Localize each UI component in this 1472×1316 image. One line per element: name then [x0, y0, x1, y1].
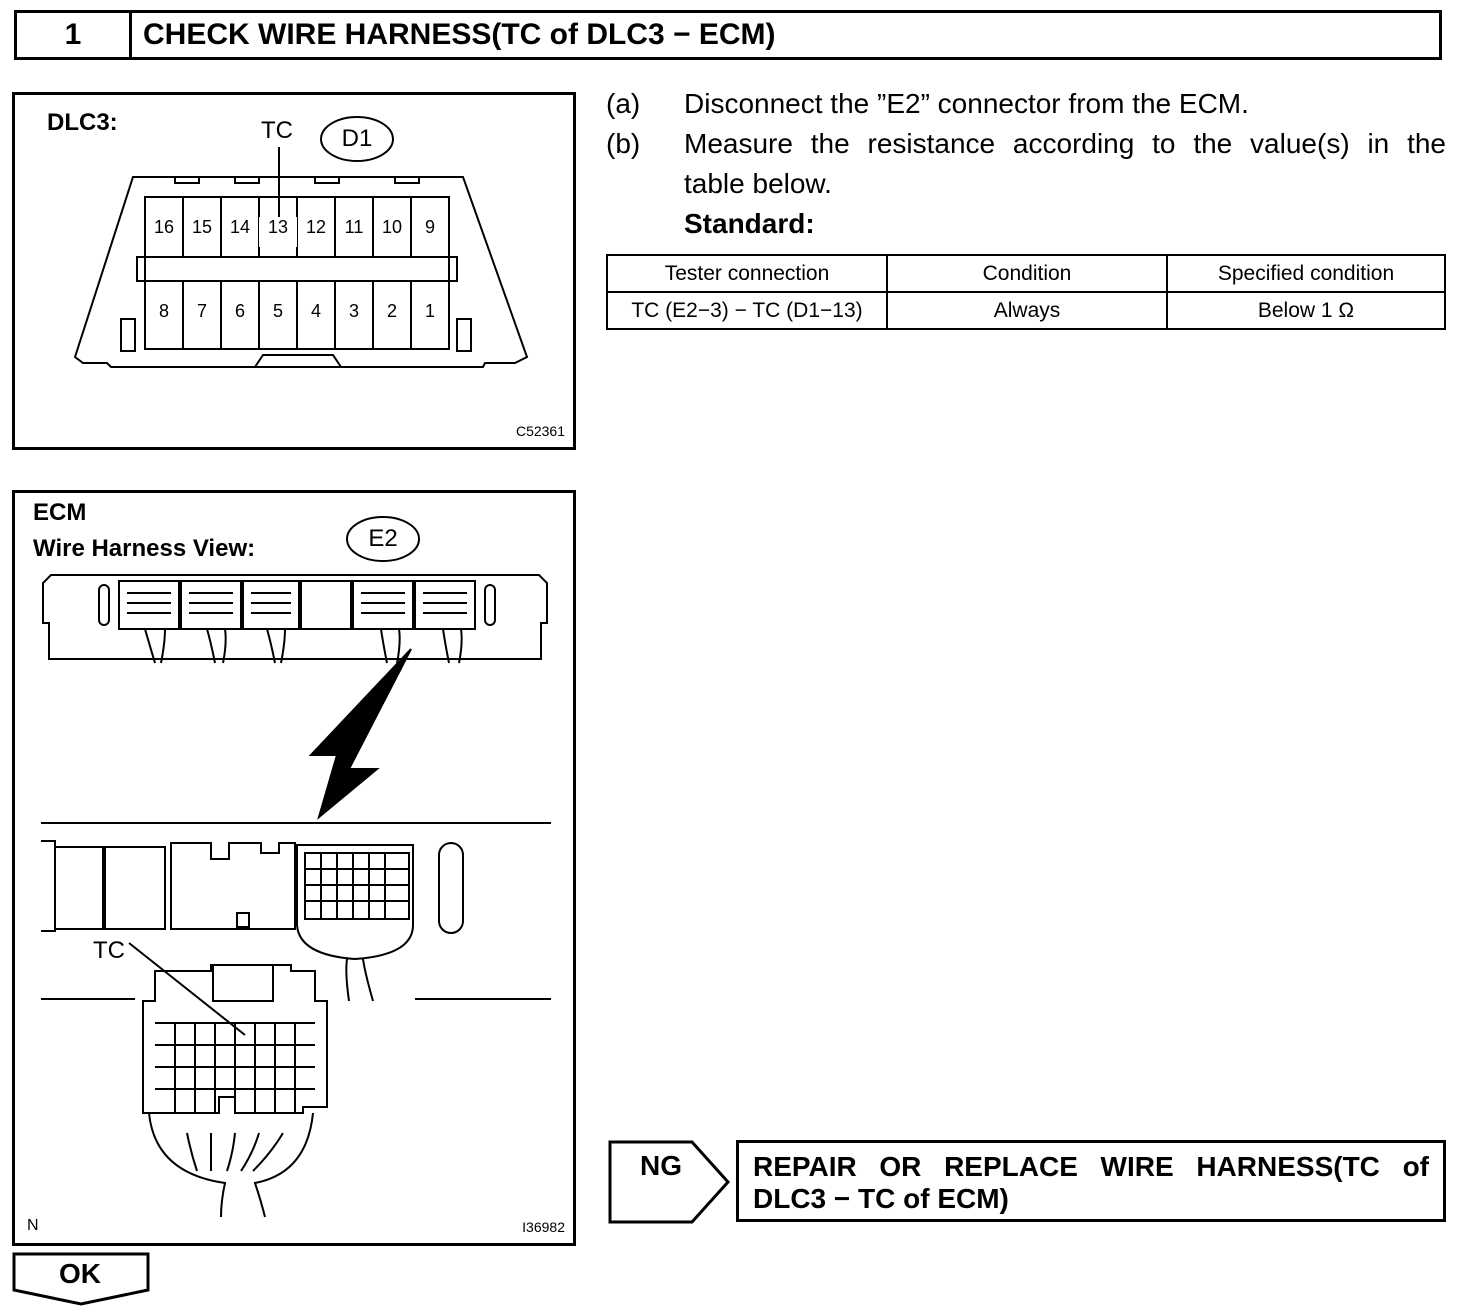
pin-row-top: 16 15 14 13 12 11 10 9: [145, 217, 449, 247]
ecm-label: ECM: [33, 499, 87, 526]
figure-code: I36982: [522, 1219, 565, 1235]
ecm-figure: ECM Wire Harness View: E2 TC N I36982: [12, 490, 576, 1246]
pin-label: 3: [348, 301, 359, 321]
ok-label: OK: [59, 1258, 101, 1289]
pin-label: 15: [191, 217, 213, 237]
ng-result-line2: DLC3 − TC of ECM): [753, 1183, 1009, 1214]
instruction-label: (a): [606, 88, 641, 119]
dlc3-label: DLC3:: [47, 109, 118, 136]
pin-label: 16: [153, 217, 175, 237]
pin-label: 6: [234, 301, 245, 321]
corner-label: N: [27, 1217, 39, 1234]
instruction-a: (a) Disconnect the ”E2” connector from t…: [606, 88, 1446, 124]
pin-label: 9: [424, 217, 435, 237]
ng-result-line1: REPAIR OR REPLACE WIRE HARNESS(TC of: [753, 1151, 1429, 1182]
wire-harness-view-label: Wire Harness View:: [33, 535, 256, 562]
pin-label: 8: [158, 301, 169, 321]
connector-code-d1: D1: [341, 125, 373, 152]
instruction-text: Measure the resistance according to the …: [684, 128, 1446, 159]
pin-label: 10: [381, 217, 403, 237]
table-cell: Always: [886, 291, 1168, 330]
pin-label: 12: [305, 217, 327, 237]
table-header-row: Tester connection Condition Specified co…: [606, 254, 1446, 293]
pin-label: 1: [424, 301, 435, 321]
instruction-text: Disconnect the ”E2” connector from the E…: [684, 88, 1249, 119]
tc-label: TC: [93, 937, 125, 964]
table-cell: Below 1 Ω: [1166, 291, 1446, 330]
connector-code-e2: E2: [368, 525, 398, 552]
table-header: Tester connection: [606, 254, 888, 293]
standard-label: Standard:: [684, 208, 815, 239]
pin-row-bottom: 8 7 6 5 4 3 2 1: [145, 301, 449, 331]
ng-result-box: REPAIR OR REPLACE WIRE HARNESS(TC of DLC…: [736, 1140, 1446, 1222]
pin-label: 7: [196, 301, 207, 321]
ecm-connector-drawing: [41, 516, 551, 1218]
dlc3-figure: DLC3: TC D1 16 15 14 13 12 11 10 9 8 7 6…: [12, 92, 576, 450]
figure-code: C52361: [515, 423, 565, 439]
dlc3-connector-drawing: [73, 116, 529, 368]
table-header: Specified condition: [1166, 254, 1446, 293]
pin-label: 13: [259, 217, 297, 247]
instruction-label: (b): [606, 128, 641, 159]
pin-label: 4: [310, 301, 321, 321]
table-header: Condition: [886, 254, 1168, 293]
tc-label: TC: [261, 117, 293, 144]
instruction-text-cont: table below.: [684, 168, 832, 199]
ng-arrow-shape: [608, 1140, 731, 1224]
instruction-b: (b) Measure the resistance according to …: [606, 128, 1446, 208]
ok-arrow-shape: [12, 1252, 150, 1306]
pin-label: 2: [386, 301, 397, 321]
table-row: TC (E2−3) − TC (D1−13) Always Below 1 Ω: [606, 291, 1446, 330]
standard-table: Tester connection Condition Specified co…: [606, 254, 1446, 330]
step-title: CHECK WIRE HARNESS(TC of DLC3 − ECM): [143, 18, 776, 51]
table-cell: TC (E2−3) − TC (D1−13): [606, 291, 888, 330]
pin-label: 14: [229, 217, 251, 237]
pin-label: 5: [272, 301, 283, 321]
pin-label: 11: [344, 217, 364, 237]
step-number: 1: [17, 13, 132, 57]
step-header: 1 CHECK WIRE HARNESS(TC of DLC3 − ECM): [14, 10, 1442, 60]
ng-indicator: NG: [608, 1140, 732, 1224]
ok-indicator: OK: [12, 1252, 152, 1306]
ng-label: NG: [640, 1150, 682, 1181]
